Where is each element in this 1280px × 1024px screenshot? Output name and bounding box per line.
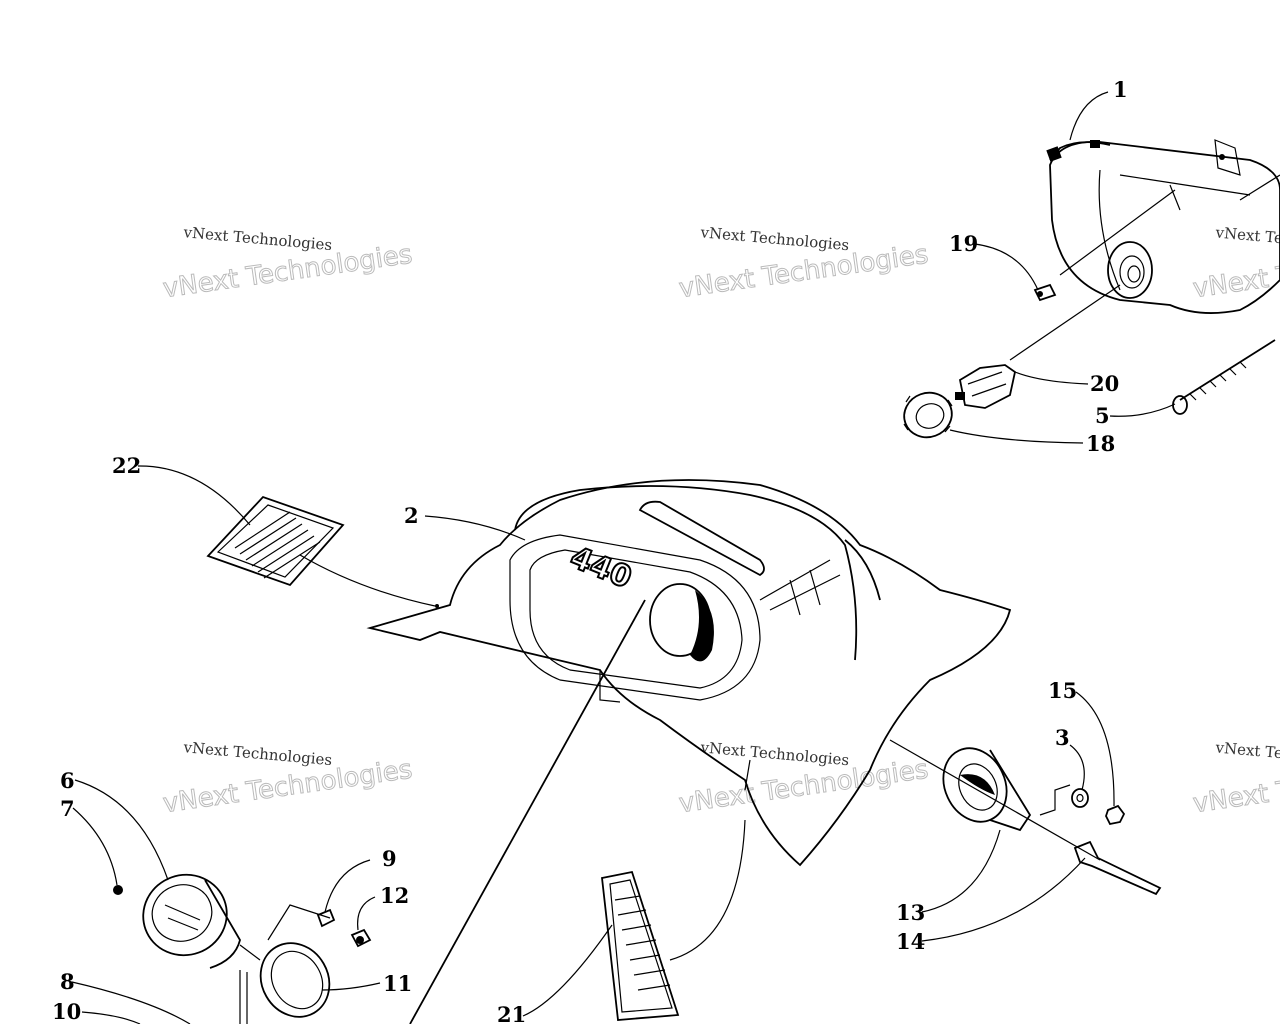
warning-decal-22 <box>206 495 345 587</box>
gauge-stud <box>239 944 261 961</box>
bulb-socket-9 <box>267 904 336 941</box>
leader-1 <box>1069 91 1109 141</box>
callout-2: 2 <box>404 503 419 528</box>
nut-15 <box>1105 804 1126 826</box>
mount-screw-axis <box>1059 189 1176 276</box>
leader-6 <box>74 779 169 881</box>
leader-12 <box>357 896 376 931</box>
leader-18 <box>949 429 1084 444</box>
leader-21 <box>522 924 613 1017</box>
callout-18: 18 <box>1086 431 1115 456</box>
watermark-big-text: vNext Technologies <box>1191 755 1280 820</box>
watermark-text: vNext Technologies <box>699 223 850 254</box>
hood-headlight-opening <box>649 583 714 662</box>
callout-1: 1 <box>1113 77 1128 102</box>
bezel-11 <box>259 942 331 1018</box>
leader-10 <box>81 1011 141 1024</box>
leader-5 <box>1109 403 1176 417</box>
callout-15: 15 <box>1048 678 1077 703</box>
watermark-text: vNext Technologies <box>182 738 333 769</box>
watermark-text: vNext Technologies <box>182 223 333 254</box>
leader-2 <box>424 515 526 541</box>
leader-8 <box>71 981 191 1024</box>
gauge-6 <box>142 873 241 969</box>
gauge-screw-7 <box>113 885 123 895</box>
leader-9 <box>324 859 371 913</box>
washer-3 <box>1071 788 1089 808</box>
mount-screw-19 <box>1033 283 1057 302</box>
leader-14 <box>921 857 1086 942</box>
callout-21: 21 <box>497 1002 526 1024</box>
leader-3 <box>1069 744 1085 791</box>
switch-axis-step <box>1039 784 1071 816</box>
leader-22-tail <box>299 554 436 607</box>
watermark-big-text: vNext Technologies <box>1191 240 1280 305</box>
bulb-axis <box>1009 284 1121 361</box>
callout-20: 20 <box>1090 371 1119 396</box>
callout-12: 12 <box>380 883 409 908</box>
callout-10: 10 <box>52 999 81 1024</box>
leader-22 <box>137 465 251 526</box>
watermark-1: vNext Technologies vNext Technologies <box>161 223 415 305</box>
callout-5: 5 <box>1095 403 1110 428</box>
leader-15 <box>1075 691 1115 807</box>
leader-22-dot <box>435 604 439 608</box>
callout-9: 9 <box>382 846 397 871</box>
hood-badge-440: 440 <box>564 539 637 597</box>
watermark-text: vNext Technologies <box>1214 223 1280 254</box>
switch-axis <box>889 739 1101 861</box>
callout-14: 14 <box>896 929 925 954</box>
watermark-text: vNext Technologies <box>1214 738 1280 769</box>
leader-20 <box>1014 371 1089 385</box>
adjusting-screw-5 <box>1172 339 1276 415</box>
callout-8: 8 <box>60 969 75 994</box>
badge-text: 440 <box>565 540 636 596</box>
watermark-6: vNext Technologies vNext Technologies <box>1191 738 1280 819</box>
decal-21 <box>601 870 680 1021</box>
watermark-5: vNext Technologies vNext Technologies <box>677 738 931 820</box>
callout-13: 13 <box>896 900 925 925</box>
leader-13 <box>921 829 1001 913</box>
switch-housing-13 <box>942 747 1032 832</box>
hood-2 <box>366 479 1012 867</box>
callout-11: 11 <box>383 971 412 996</box>
callout-22: 22 <box>112 453 141 478</box>
headlight-bulb-socket <box>1107 241 1153 299</box>
retainer-ring-18 <box>903 391 953 439</box>
bulb-12 <box>350 928 372 948</box>
headlight-housing <box>1046 139 1280 314</box>
callout-7: 7 <box>60 796 75 821</box>
callout-3: 3 <box>1055 725 1070 750</box>
watermark-4: vNext Technologies vNext Technologies <box>161 738 415 820</box>
ignition-key-14 <box>1073 840 1162 896</box>
leader-7 <box>72 807 118 886</box>
leader-21-tail <box>669 819 746 961</box>
leader-19 <box>974 243 1039 291</box>
headlight-bulb-20 <box>955 364 1017 409</box>
callout-19: 19 <box>949 231 978 256</box>
badge-leader-line <box>409 599 646 1024</box>
leader-11 <box>321 982 381 991</box>
callout-6: 6 <box>60 768 75 793</box>
watermark-2: vNext Technologies vNext Technologies <box>677 223 931 305</box>
